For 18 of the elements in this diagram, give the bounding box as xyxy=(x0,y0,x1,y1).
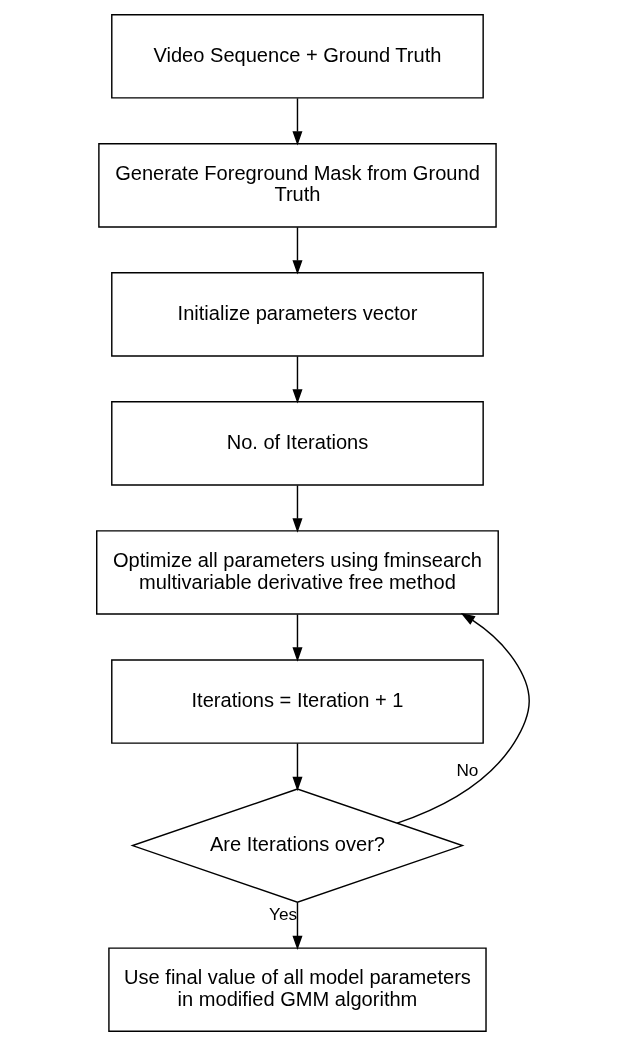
edge-label: Yes xyxy=(268,903,297,924)
arrow xyxy=(291,355,302,404)
node-diamond: Are Iterations over? xyxy=(129,788,465,903)
node-box: Generate Foreground Mask from Ground Truth xyxy=(97,143,497,228)
node-box: Iterations = Iteration + 1 xyxy=(110,659,484,744)
edge-label: No xyxy=(455,760,478,781)
node-box: No. of Iterations xyxy=(110,401,484,486)
node-box: Video Sequence + Ground Truth xyxy=(110,14,484,99)
node-box: Optimize all parameters using fminsearch multivariable derivative free method xyxy=(95,530,499,615)
arrow xyxy=(291,484,302,533)
arrow xyxy=(291,226,302,275)
arrow xyxy=(291,901,302,951)
arrow xyxy=(395,613,530,824)
arrow xyxy=(291,97,302,146)
arrow xyxy=(291,742,302,792)
node-box: Use final value of all model parameters in modified GMM algorithm xyxy=(107,947,487,1032)
arrow xyxy=(291,613,302,662)
node-box: Initialize parameters vector xyxy=(110,272,484,357)
